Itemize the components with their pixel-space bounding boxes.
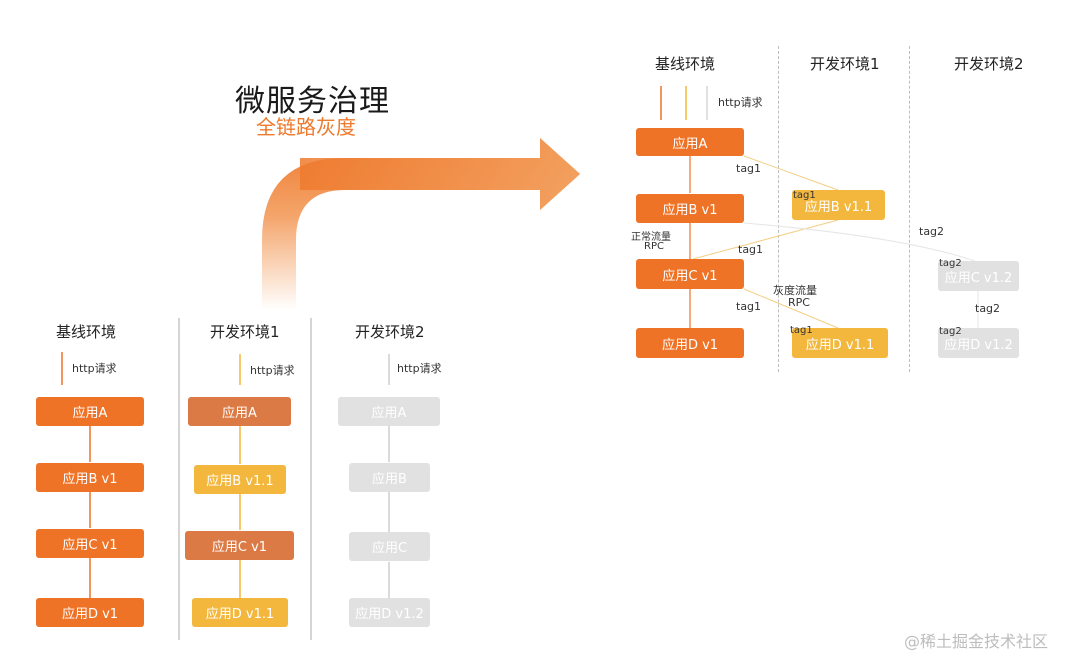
http-request-label: http请求	[718, 96, 763, 109]
app-box: 应用C v1	[185, 531, 294, 560]
app-box: 应用B v1.1	[194, 465, 286, 494]
app-box: 应用A	[338, 397, 440, 426]
env-dev2-header: 开发环境2	[355, 323, 425, 341]
page-title: 微服务治理	[235, 84, 390, 119]
env-divider	[909, 46, 910, 372]
env-dev2-header: 开发环境2	[954, 55, 1024, 73]
tag-label: tag1	[738, 243, 764, 256]
app-box: 应用D v1	[636, 328, 744, 358]
app-box: 应用D v1.2	[349, 598, 430, 627]
gray-flow-label: 灰度流量	[773, 284, 817, 297]
app-box: 应用A	[636, 128, 744, 156]
app-box: 应用D v1	[36, 598, 144, 627]
tag-label: tag2	[939, 326, 962, 337]
tag-label: tag2	[939, 258, 962, 269]
tag-label: tag1	[736, 300, 762, 313]
app-box: 应用C v1	[636, 259, 744, 289]
env-baseline-header: 基线环境	[655, 55, 716, 73]
app-box: 应用B v1	[636, 194, 744, 223]
env-divider	[778, 46, 779, 372]
app-box: 应用C	[349, 532, 430, 561]
normal-flow-label: 正常流量	[631, 232, 671, 243]
app-box: 应用B v1.1	[792, 190, 885, 220]
app-box: 应用C v1	[36, 529, 144, 558]
env-divider	[310, 318, 312, 640]
app-box: 应用A	[188, 397, 291, 426]
app-box: 应用D v1.1	[192, 598, 288, 627]
env-baseline-header: 基线环境	[56, 323, 117, 341]
tag-label: tag2	[975, 302, 1001, 315]
page-subtitle: 全链路灰度	[256, 115, 356, 139]
env-dev1-header: 开发环境1	[210, 323, 280, 341]
watermark: @稀土掘金技术社区	[904, 632, 1049, 651]
app-box: 应用A	[36, 397, 144, 426]
http-request-label: http请求	[72, 362, 117, 375]
normal-rpc-label: RPC	[644, 241, 664, 252]
app-box: 应用D v1.1	[792, 328, 888, 358]
http-request-label: http请求	[250, 364, 295, 377]
tag-label: tag1	[790, 325, 813, 336]
app-box: 应用B	[349, 463, 430, 492]
tag-label: tag1	[793, 190, 816, 201]
env-dev1-header: 开发环境1	[810, 55, 880, 73]
tag-label: tag2	[919, 225, 945, 238]
tag-label: tag1	[736, 162, 762, 175]
app-box: 应用C v1.2	[938, 261, 1019, 291]
gray-rpc-label: RPC	[788, 296, 810, 309]
app-box: 应用D v1.2	[938, 328, 1019, 358]
http-request-label: http请求	[397, 362, 442, 375]
env-divider	[178, 318, 180, 640]
app-box: 应用B v1	[36, 463, 144, 492]
